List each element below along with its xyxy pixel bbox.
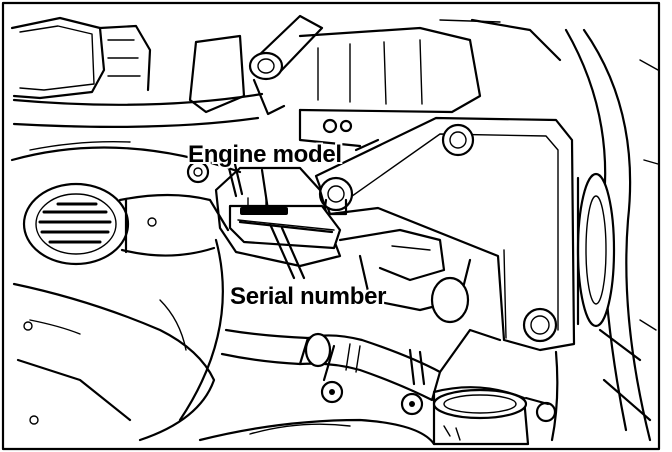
engine-block-center	[186, 158, 472, 324]
coolant-hose	[220, 328, 557, 446]
upper-left-engine-structure	[10, 16, 264, 151]
frame-border	[1, 1, 661, 451]
engine-model-leader-line	[260, 168, 270, 212]
serial-number-leader-line-2	[268, 222, 296, 280]
engine-model-label: Engine model	[188, 141, 342, 168]
right-fender-structure	[564, 28, 659, 442]
engine-model-leader-line-right	[354, 138, 380, 152]
serial-number-leader-line	[280, 226, 306, 280]
intake-pipe-left	[22, 182, 230, 266]
upper-engine-block	[188, 18, 562, 148]
lower-engine-detail	[198, 328, 652, 446]
round-cover-lower-left	[10, 146, 242, 442]
upper-hose	[248, 14, 324, 116]
serial-number-label: Serial number	[230, 283, 386, 310]
engine-mount-bracket	[314, 116, 576, 352]
